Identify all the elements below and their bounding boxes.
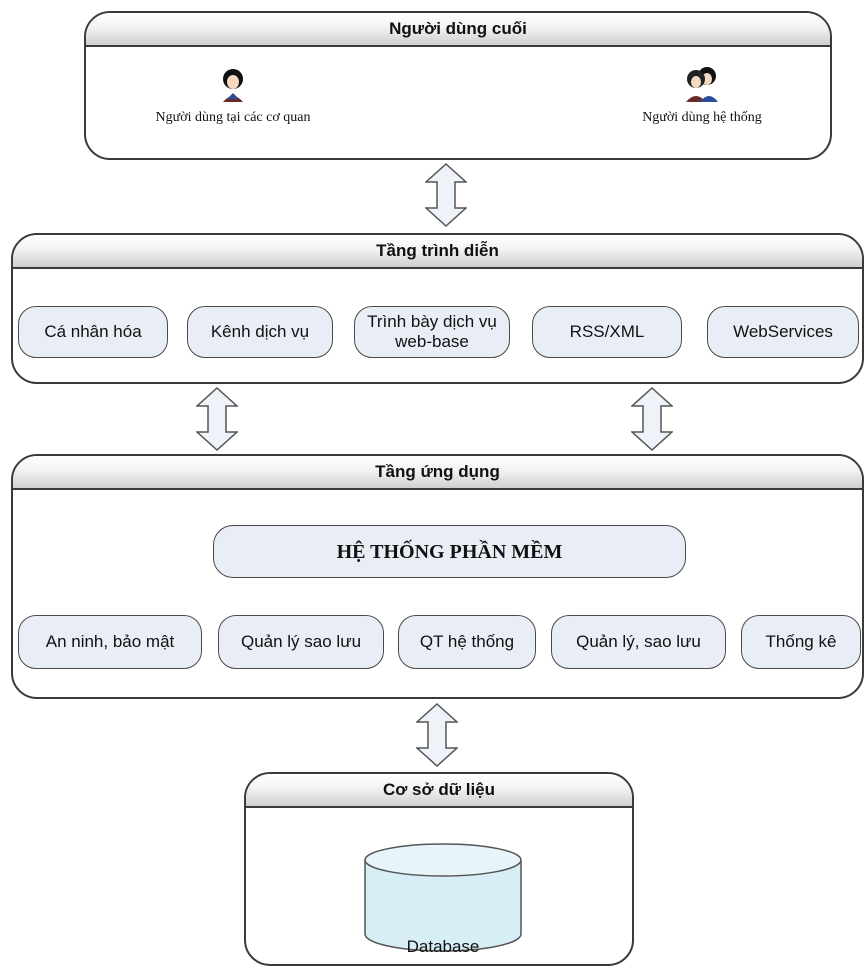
end-users-panel: Người dùng cuối [84,11,832,160]
person-icon [223,69,243,102]
database-cylinder: Database [363,842,523,956]
rss-xml-pill: RSS/XML [532,306,682,358]
application-layer-title: Tầng ứng dụng [13,456,862,490]
web-presentation-pill: Trình bày dịch vụ web-base [354,306,510,358]
security-pill: An ninh, bảo mật [18,615,202,669]
user-system-label: Người dùng hệ thống [642,110,762,125]
database-label: Database [406,937,480,956]
management-backup-pill: Quản lý, sao lưu [551,615,726,669]
double-arrow-icon [425,163,467,227]
two-persons-icon [686,67,718,102]
service-channel-pill: Kênh dịch vụ [187,306,333,358]
software-system-pill: HỆ THỐNG PHẦN MỀM [213,525,686,578]
webservices-pill: WebServices [707,306,859,358]
statistics-pill: Thống kê [741,615,861,669]
database-icon [364,843,522,952]
double-arrow-icon [631,387,673,451]
user-agency: Người dùng tại các cơ quan [118,66,348,126]
personalization-pill: Cá nhân hóa [18,306,168,358]
user-system: Người dùng hệ thống [612,64,792,126]
end-users-title: Người dùng cuối [86,13,830,47]
backup-management-pill: Quản lý sao lưu [218,615,384,669]
user-agency-label: Người dùng tại các cơ quan [155,110,311,125]
system-admin-pill: QT hệ thống [398,615,536,669]
double-arrow-icon [416,703,458,767]
double-arrow-icon [196,387,238,451]
database-layer-title: Cơ sở dữ liệu [246,774,632,808]
presentation-layer-title: Tầng trình diễn [13,235,862,269]
